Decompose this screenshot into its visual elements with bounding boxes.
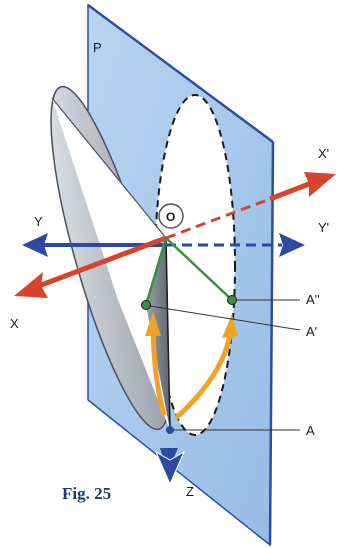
label-plane-p: P bbox=[93, 40, 102, 55]
y-arrowhead-right bbox=[279, 233, 305, 257]
x-axis-outer bbox=[269, 179, 315, 202]
green-radius-lines bbox=[144, 235, 233, 306]
label-x: X bbox=[10, 316, 19, 331]
label-a-prime: A' bbox=[306, 324, 317, 339]
motion-arrowhead-right bbox=[222, 314, 238, 338]
label-origin: O bbox=[166, 210, 175, 224]
z-arrowhead bbox=[154, 450, 186, 486]
y-arrowhead-left bbox=[22, 233, 48, 257]
label-y-prime: Y' bbox=[318, 220, 329, 235]
label-a-double-prime: A'' bbox=[306, 292, 320, 307]
x-arrowhead-right bbox=[304, 172, 336, 197]
motion-arrow-left bbox=[150, 329, 167, 416]
x-axis-front bbox=[35, 235, 167, 290]
point-a-prime bbox=[141, 300, 151, 310]
figure-caption: Fig. 25 bbox=[62, 484, 111, 503]
cone-edge bbox=[51, 97, 167, 239]
label-z: Z bbox=[186, 484, 194, 499]
plane-p-top-edge bbox=[87, 3, 274, 144]
label-x-prime: X' bbox=[318, 146, 329, 161]
label-y: Y bbox=[34, 214, 43, 229]
label-a: A bbox=[306, 423, 315, 438]
motion-arrowhead-left bbox=[145, 312, 161, 336]
point-a bbox=[166, 426, 174, 434]
motion-arrow-right bbox=[174, 334, 233, 420]
cone-face bbox=[52, 98, 170, 430]
point-a-double-prime bbox=[227, 295, 237, 305]
x-arrowhead-left bbox=[14, 272, 48, 298]
vertical-axis-line bbox=[165, 237, 171, 431]
x-axis-back-dashed bbox=[165, 197, 271, 240]
origin-circle bbox=[158, 203, 184, 229]
plane-p-right-edge bbox=[268, 141, 275, 546]
leader-a-prime bbox=[149, 305, 301, 331]
